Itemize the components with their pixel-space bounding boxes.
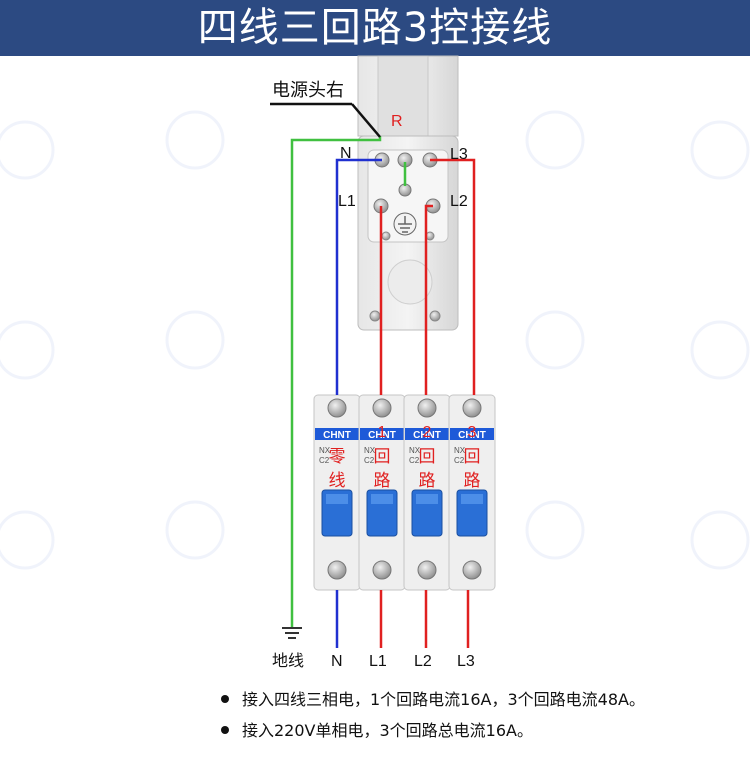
watermark-mark: [0, 120, 55, 180]
bottom-n-label: N: [331, 653, 343, 670]
connector-screw: [429, 310, 441, 322]
wires: [270, 102, 476, 648]
track-slot: [377, 55, 429, 137]
watermark-mark: [165, 500, 225, 560]
earth-symbol-glyph: [398, 216, 412, 233]
power-head: [357, 55, 459, 331]
watermark-mark: [165, 110, 225, 170]
breaker-toggle-highlight: [416, 494, 438, 504]
bottom-l3-label: L3: [457, 653, 475, 670]
breaker-model-label: NX: [409, 446, 421, 455]
bullet-dot-icon: [221, 695, 229, 703]
note-item: 接入四线三相电，1个回路电流16A，3个回路电流48A。: [218, 684, 645, 715]
breaker-model-label: NX: [454, 446, 466, 455]
breaker-brand-label: CHNT: [323, 430, 351, 441]
breaker-screw-top: [327, 398, 347, 418]
breaker-brand-label: CHNT: [413, 430, 441, 441]
connector-screw: [381, 231, 391, 241]
breaker-brand-band: [360, 428, 404, 440]
breaker-model-label: NX: [364, 446, 376, 455]
bullet-dot-icon: [221, 726, 229, 734]
l2-top-label: L2: [450, 193, 468, 210]
breaker-circuit-number: 3: [468, 424, 477, 441]
title-bar: [0, 0, 750, 56]
breaker-label-bottom: 线: [329, 471, 346, 491]
n-top-label: N: [340, 145, 352, 162]
breaker-brand-band: [450, 428, 494, 440]
breaker-label-top: 零: [329, 447, 346, 467]
breaker-brand-label: CHNT: [458, 430, 486, 441]
power-head-pointer: [351, 103, 381, 138]
breaker-screw-bottom: [327, 560, 347, 580]
breaker-brand-band: [315, 428, 359, 440]
ground-symbol-icon: [282, 627, 302, 639]
watermark-mark: [690, 120, 750, 180]
breaker-rating-label: C2: [364, 456, 375, 465]
breaker-label-bottom: 路: [374, 471, 391, 491]
neutral-wire-top: [335, 158, 382, 395]
breaker-rating-label: C2: [409, 456, 420, 465]
watermark-mark: [525, 500, 585, 560]
breaker-toggle-highlight: [371, 494, 393, 504]
breaker-rating-label: C2: [319, 456, 330, 465]
breaker-screw-bottom: [462, 560, 482, 580]
r-label: R: [391, 113, 403, 130]
watermark-mark: [0, 510, 55, 570]
l2-wire-top: [424, 204, 433, 395]
breaker-circuit-number: 2: [423, 424, 432, 441]
breaker-screw-top: [462, 398, 482, 418]
breaker-screw-bottom: [372, 560, 392, 580]
connector-window: [387, 259, 433, 305]
watermark-mark: [525, 310, 585, 370]
breaker-toggle-highlight: [326, 494, 348, 504]
l1-top-label: L1: [338, 193, 356, 210]
labels: 电源头右 R N L3 L1 L2 地线 N L1 L2 L3: [272, 80, 475, 670]
breaker-label-bottom: 路: [419, 471, 436, 491]
note-item: 接入220V单相电，3个回路总电流16A。: [218, 715, 645, 746]
breaker-label-top: 回: [374, 447, 391, 467]
bottom-earth-label: 地线: [272, 652, 304, 670]
watermark-mark: [0, 320, 55, 380]
breaker-label-top: 回: [464, 447, 481, 467]
l3-wire-top: [430, 158, 476, 395]
watermark-mark: [690, 510, 750, 570]
breaker-screw-top: [372, 398, 392, 418]
watermark-mark: [525, 110, 585, 170]
connector-screw: [369, 310, 381, 322]
note-text: 接入四线三相电，1个回路电流16A，3个回路电流48A。: [242, 690, 645, 709]
watermark: [0, 110, 750, 570]
power-head-label: 电源头右: [272, 80, 344, 100]
terminal-block: [367, 149, 449, 243]
note-text: 接入220V单相电，3个回路总电流16A。: [242, 721, 533, 740]
watermark-mark: [165, 310, 225, 370]
breaker-brand-band: [405, 428, 449, 440]
breaker-label-bottom: 路: [464, 471, 481, 491]
breaker-screw-top: [417, 398, 437, 418]
notes-list: 接入四线三相电，1个回路电流16A，3个回路电流48A。 接入220V单相电，3…: [218, 684, 645, 746]
breaker-screw-bottom: [417, 560, 437, 580]
watermark-mark: [690, 320, 750, 380]
breaker-label-top: 回: [419, 447, 436, 467]
page-title: 四线三回路3控接线: [197, 5, 553, 51]
breaker-toggle-highlight: [461, 494, 483, 504]
breaker-model-label: NX: [319, 446, 331, 455]
earth-wire: [290, 136, 382, 628]
breaker-rating-label: C2: [454, 456, 465, 465]
bottom-l1-label: L1: [369, 653, 387, 670]
l3-top-label: L3: [450, 146, 468, 163]
breaker-circuit-number: 1: [378, 424, 387, 441]
bottom-l2-label: L2: [414, 653, 432, 670]
breaker-brand-label: CHNT: [368, 430, 396, 441]
